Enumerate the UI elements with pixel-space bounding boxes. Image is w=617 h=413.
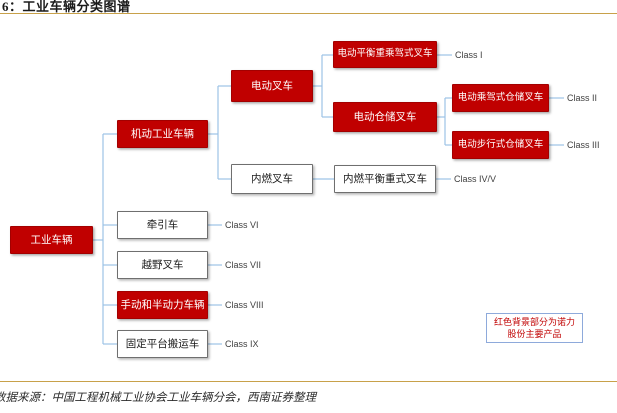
node-ic-counterbalance-forklift[interactable]: 内燃平衡重式叉车 xyxy=(334,165,436,193)
class-label-6: Class VI xyxy=(225,220,259,230)
class-label-3: Class III xyxy=(567,140,600,150)
node-manual-semi-powered-vehicle[interactable]: 手动和半动力车辆 xyxy=(117,291,208,319)
diagram-canvas: 工业车辆 机动工业车辆 牵引车 越野叉车 手动和半动力车辆 固定平台搬运车 电动… xyxy=(0,14,617,381)
node-label: 手动和半动力车辆 xyxy=(120,298,205,311)
node-label: 牵引车 xyxy=(146,218,179,231)
node-rough-terrain-forklift[interactable]: 越野叉车 xyxy=(117,251,208,279)
legend-box: 红色背景部分为诺力 股份主要产品 xyxy=(486,313,583,343)
node-label: 电动仓储叉车 xyxy=(353,110,417,123)
node-label: 机动工业车辆 xyxy=(131,127,194,140)
bottom-rule xyxy=(0,381,617,382)
node-root[interactable]: 工业车辆 xyxy=(10,226,93,254)
node-electric-rider-warehouse-forklift[interactable]: 电动乘驾式仓储叉车 xyxy=(452,84,549,112)
node-label: 固定平台搬运车 xyxy=(125,337,200,350)
class-label-7: Class VII xyxy=(225,260,262,270)
class-label-2: Class II xyxy=(567,93,598,103)
figure-title: 6：工业车辆分类图谱 xyxy=(2,0,131,14)
node-electric-warehouse-forklift[interactable]: 电动仓储叉车 xyxy=(333,102,437,132)
node-motorized-industrial-vehicle[interactable]: 机动工业车辆 xyxy=(117,120,208,148)
node-label: 电动乘驾式仓储叉车 xyxy=(457,91,544,103)
class-label-1: Class I xyxy=(455,50,483,60)
node-electric-forklift[interactable]: 电动叉车 xyxy=(231,70,313,102)
node-ic-engine-forklift[interactable]: 内燃叉车 xyxy=(231,164,313,194)
top-rule xyxy=(0,13,617,14)
node-electric-counterbalance-rider-forklift[interactable]: 电动平衡重乘驾式叉车 xyxy=(333,41,437,68)
legend-line-2: 股份主要产品 xyxy=(507,329,562,339)
class-label-4-5: Class IV/V xyxy=(454,174,497,184)
node-label: 电动步行式仓储叉车 xyxy=(457,138,544,150)
class-label-9: Class IX xyxy=(225,339,259,349)
node-label: 内燃平衡重式叉车 xyxy=(343,172,427,185)
node-label: 越野叉车 xyxy=(141,258,184,271)
node-label: 工业车辆 xyxy=(30,233,73,246)
node-electric-pedestrian-warehouse-forklift[interactable]: 电动步行式仓储叉车 xyxy=(452,131,549,159)
node-label: 电动叉车 xyxy=(251,79,293,92)
connector-lines xyxy=(93,54,564,345)
legend-text: 红色背景部分为诺力 股份主要产品 xyxy=(494,316,575,340)
node-fixed-platform-truck[interactable]: 固定平台搬运车 xyxy=(117,330,208,358)
node-label: 电动平衡重乘驾式叉车 xyxy=(337,48,433,60)
figure-source: 数据来源：中国工程机械工业协会工业车辆分会，西南证券整理 xyxy=(0,392,316,404)
class-label-8: Class VIII xyxy=(225,300,264,310)
node-label: 内燃叉车 xyxy=(251,172,293,185)
legend-line-1: 红色背景部分为诺力 xyxy=(493,316,575,327)
node-tow-tractor[interactable]: 牵引车 xyxy=(117,211,208,239)
